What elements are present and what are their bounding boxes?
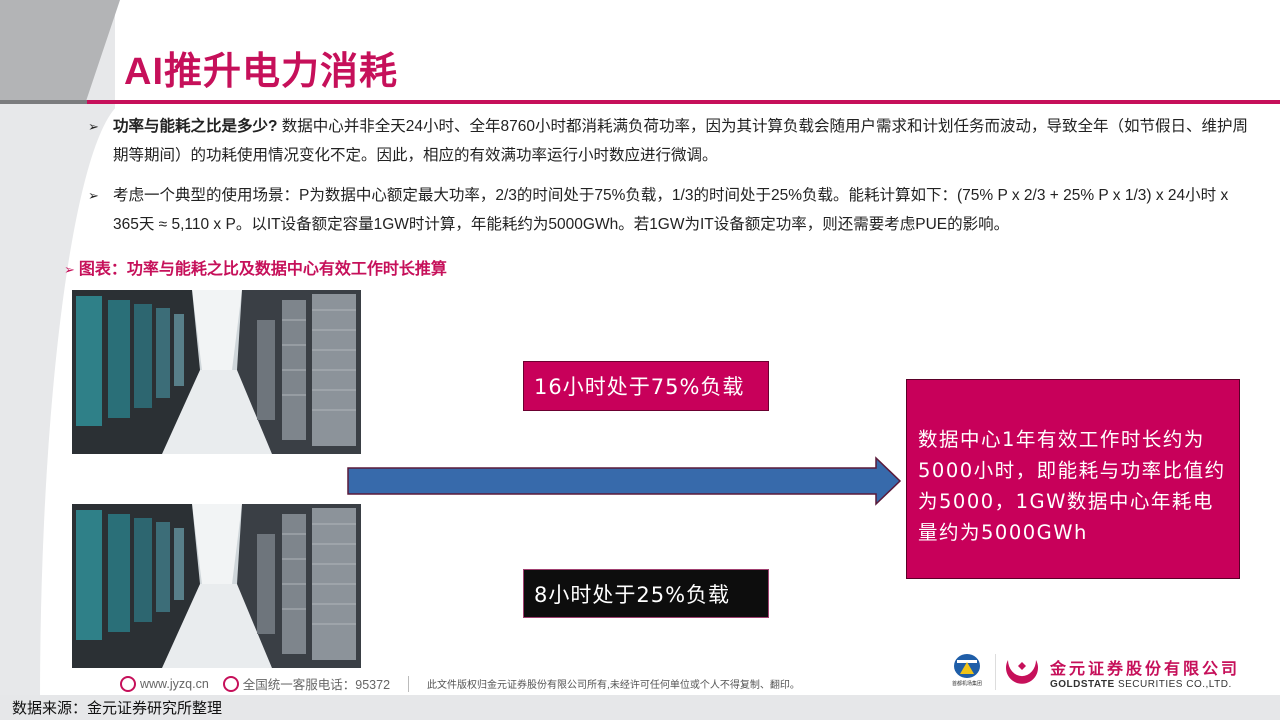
low-load-box: 8小时处于25%负载 bbox=[523, 569, 769, 618]
datacenter-photo bbox=[72, 504, 361, 668]
figure-caption-text: 图表：功率与能耗之比及数据中心有效工作时长推算 bbox=[78, 261, 447, 278]
page-title: AI推升电力消耗 bbox=[124, 51, 399, 93]
result-box: 数据中心1年有效工作时长约为5000小时，即能耗与功率比值约为5000，1GW数… bbox=[906, 379, 1240, 579]
bullet-lead: 功率与能耗之比是多少? bbox=[113, 118, 278, 135]
datacenter-image-icon bbox=[72, 290, 361, 454]
header-gray-rule bbox=[0, 100, 88, 104]
goldstate-logo-icon bbox=[1006, 660, 1038, 684]
bullet-text: 考虑一个典型的使用场景：P为数据中心额定最大功率，2/3的时间处于75%负载，1… bbox=[113, 187, 1229, 233]
company-name: 金元证券股份有限公司 GOLDSTATE SECURITIES CO.,LTD. bbox=[1050, 655, 1240, 690]
datacenter-image-icon bbox=[72, 504, 361, 668]
slide: AI推升电力消耗 ➢ 功率与能耗之比是多少? 数据中心并非全天24小时、全年87… bbox=[0, 0, 1280, 695]
figure-caption: ➢图表：功率与能耗之比及数据中心有效工作时长推算 bbox=[64, 255, 447, 279]
bullet-item: ➢ 功率与能耗之比是多少? 数据中心并非全天24小时、全年8760小时都消耗满负… bbox=[88, 112, 1258, 170]
phone-icon bbox=[222, 675, 239, 692]
bullet-arrow-icon: ➢ bbox=[88, 119, 99, 134]
company-logos: 首都机场集团 金元证券股份有限公司 GOLDSTATE SECURITIES C… bbox=[945, 652, 1245, 692]
bullet-item: ➢ 考虑一个典型的使用场景：P为数据中心额定最大功率，2/3的时间处于75%负载… bbox=[88, 181, 1258, 239]
airport-group-logo: 首都机场集团 bbox=[945, 652, 989, 692]
bullet-arrow-icon: ➢ bbox=[88, 188, 99, 203]
data-source: 数据来源：金元证券研究所整理 bbox=[12, 700, 223, 717]
high-load-box: 16小时处于75%负载 bbox=[523, 361, 769, 411]
airport-logo-icon bbox=[954, 654, 980, 678]
globe-icon bbox=[120, 675, 136, 692]
caption-arrow-icon: ➢ bbox=[64, 262, 75, 277]
right-arrow-icon bbox=[347, 456, 902, 506]
footer-divider bbox=[408, 675, 410, 692]
airport-logo-text: 首都机场集团 bbox=[951, 681, 982, 687]
bullet-text: 数据中心并非全天24小时、全年8760小时都消耗满负荷功率，因为其计算负载会随用… bbox=[113, 118, 1249, 164]
website-link[interactable]: www.jyzq.cn bbox=[140, 676, 209, 691]
header-accent-rule bbox=[87, 100, 1280, 104]
footer: www.jyzq.cn 全国统一客服电话：95372 此文件版权归金元证券股份有… bbox=[0, 660, 1280, 695]
footer-links: www.jyzq.cn 全国统一客服电话：95372 此文件版权归金元证券股份有… bbox=[120, 674, 800, 693]
copyright-text: 此文件版权归金元证券股份有限公司所有,未经许可任何单位或个人不得复制、翻印。 bbox=[427, 680, 800, 691]
datacenter-photo bbox=[72, 290, 361, 454]
hotline-text: 全国统一客服电话：95372 bbox=[242, 678, 391, 692]
logo-divider bbox=[995, 654, 996, 690]
company-name-cn: 金元证券股份有限公司 bbox=[1050, 660, 1241, 678]
company-name-en: GOLDSTATE SECURITIES CO.,LTD. bbox=[1050, 678, 1232, 690]
bullet-list: ➢ 功率与能耗之比是多少? 数据中心并非全天24小时、全年8760小时都消耗满负… bbox=[88, 112, 1258, 250]
